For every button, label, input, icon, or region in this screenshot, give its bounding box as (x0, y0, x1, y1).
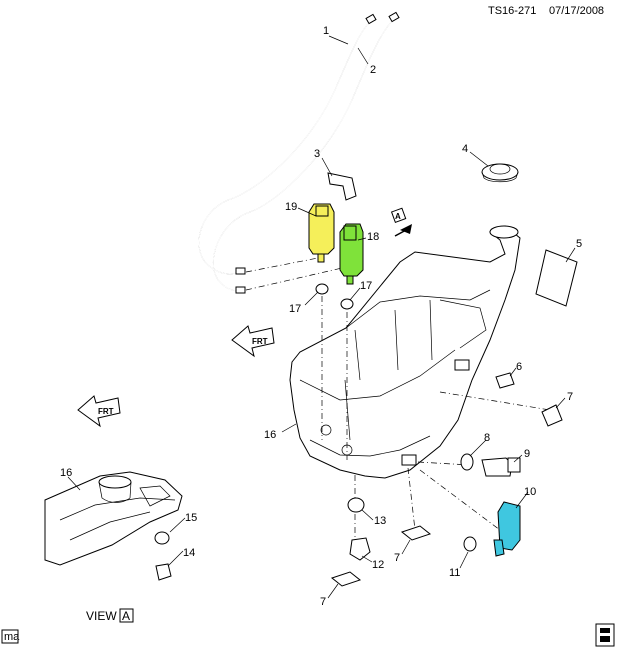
diagram-code: TS16-271 (488, 5, 536, 17)
washer-hoses (198, 11, 400, 294)
callout-18: 18 (367, 231, 379, 243)
washer-reservoir (289, 225, 521, 479)
view-label-letter: A (122, 609, 130, 623)
connector-6 (495, 372, 515, 389)
grommet-12 (349, 537, 371, 561)
reservoir-label (535, 249, 578, 307)
centerline-10 (419, 469, 501, 531)
callout-1: 1 (323, 25, 329, 37)
view-a-direction-marker: A (390, 207, 412, 237)
hose-routing-line (245, 257, 319, 273)
washer-pump-18 (339, 223, 364, 285)
reference-icon (595, 623, 615, 647)
centerline-7 (407, 467, 416, 531)
view-a-detail (44, 471, 183, 566)
view-a-label: VIEW A (86, 608, 134, 623)
callout-7-upper: 7 (567, 391, 573, 403)
centerline-7-upper (439, 391, 551, 411)
callout-7-middle: 7 (394, 552, 400, 564)
reservoir-cap (481, 163, 519, 183)
callout-4: 4 (462, 143, 468, 155)
grommet-17-left (315, 283, 329, 295)
callout-2: 2 (370, 64, 376, 76)
leader-lines (67, 35, 576, 599)
callout-15: 15 (185, 512, 197, 524)
washer-pump-10 (493, 501, 521, 557)
callout-17-right: 17 (360, 280, 372, 292)
washer-pump-19 (308, 203, 335, 263)
callout-9: 9 (524, 448, 530, 460)
callout-17-left: 17 (289, 303, 301, 315)
grommet-17-right (340, 298, 354, 310)
callout-13: 13 (374, 515, 386, 527)
front-arrow-upper: FRT (231, 325, 275, 358)
callout-16-tank: 16 (264, 429, 276, 441)
view-label-text: VIEW (86, 609, 117, 623)
callout-19: 19 (285, 201, 297, 213)
grommet-14 (155, 563, 172, 581)
level-sensor-9 (481, 457, 521, 477)
footer-box (1, 629, 19, 644)
pad-7-upper (541, 404, 563, 427)
pad-7-middle (400, 525, 432, 541)
grommet-11 (463, 536, 477, 552)
diagram-date: 07/17/2008 (549, 5, 604, 17)
hose-routing-line (245, 267, 343, 291)
callout-8: 8 (484, 432, 490, 444)
callout-7-lower: 7 (320, 596, 326, 608)
pump-bracket (327, 172, 357, 201)
grommet-15 (154, 531, 170, 545)
front-arrow-upper-text: FRT (252, 337, 268, 346)
callout-5: 5 (576, 238, 582, 250)
pad-7-lower (330, 571, 362, 587)
front-arrow-lower-text: FRT (98, 407, 114, 416)
callout-14: 14 (183, 547, 195, 559)
callout-12: 12 (372, 559, 384, 571)
callout-3: 3 (314, 148, 320, 160)
callout-16-view: 16 (60, 467, 72, 479)
callout-6: 6 (516, 361, 522, 373)
callout-11: 11 (449, 567, 460, 579)
view-marker-letter: A (395, 212, 401, 221)
grommet-8 (460, 453, 474, 471)
footer-initials: ma (4, 631, 20, 643)
front-arrow-lower: FRT (77, 395, 121, 428)
grommet-13 (347, 497, 365, 513)
callout-10: 10 (524, 486, 536, 498)
